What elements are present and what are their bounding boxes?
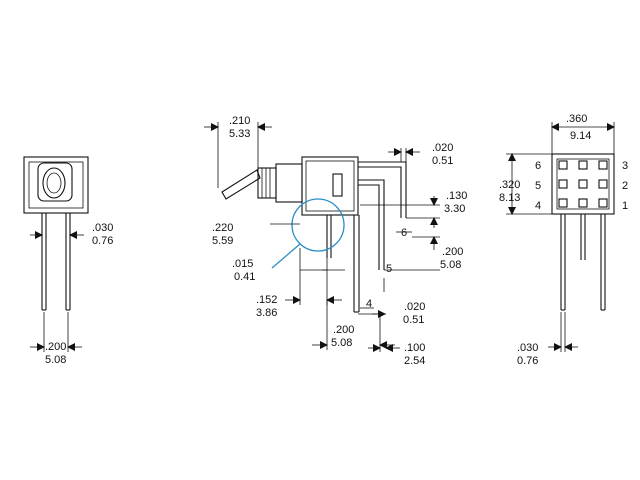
switch-body-outline — [23, 156, 89, 214]
spacing-dim-mm: 5.08 — [45, 354, 66, 366]
rpin-dim-inch: .030 — [517, 342, 538, 354]
toggle-lever-inner — [46, 172, 62, 194]
pin-label-5: 5 — [386, 263, 392, 275]
detail-leader — [271, 243, 301, 269]
pin-dim-inch: .030 — [92, 222, 113, 234]
pin-num-1: 1 — [622, 200, 628, 212]
pad-6 — [558, 160, 568, 170]
pad-5 — [558, 179, 568, 189]
rpin-dim-mm: 0.76 — [517, 355, 538, 367]
terminal-5-outer — [358, 179, 385, 270]
body-bottom-inner — [556, 158, 610, 210]
thick-dim-inch: .020 — [404, 301, 425, 313]
body-bottom-outline — [551, 153, 615, 215]
terminal-6-outer — [358, 161, 407, 218]
offset-dim-mm: 3.30 — [444, 203, 465, 215]
bottom-view: .360 9.14 .320 8.13 6 5 4 3 2 1 .030 0.7… — [499, 113, 628, 367]
gap-dim-mm: 5.08 — [440, 259, 461, 271]
terminal-6-inner — [358, 166, 402, 218]
pad-2 — [598, 179, 608, 189]
pad-mid-bot — [578, 198, 588, 208]
top-dim-inch: .020 — [432, 142, 453, 154]
offset-dim-inch: .130 — [446, 190, 467, 202]
toggle-handle — [221, 169, 261, 200]
thick-dim-mm: 0.51 — [403, 314, 424, 326]
side-view: .210 5.33 .020 0.51 .130 3.30 6 .200 5.0… — [204, 115, 467, 367]
width-dim-mm: 9.14 — [570, 130, 591, 142]
pitch-dim-inch: .100 — [404, 342, 425, 354]
flange — [275, 163, 303, 203]
height-dim-inch: .320 — [499, 179, 520, 191]
spacing152-dim-mm: 3.86 — [256, 307, 277, 319]
pad-3 — [598, 160, 608, 170]
handle-len-dim-mm: 5.59 — [212, 235, 233, 247]
pad-4 — [558, 198, 568, 208]
handle-len-dim-inch: .220 — [212, 222, 233, 234]
pitch-dim-mm: 2.54 — [404, 355, 425, 367]
switch-body-inner — [28, 161, 84, 209]
width-dim-inch: .360 — [566, 113, 587, 125]
front-view: .030 0.76 .200 5.08 — [23, 156, 113, 366]
handle-dim-inch: .210 — [229, 115, 250, 127]
detail-circle — [291, 198, 345, 252]
handle-dim-mm: 5.33 — [229, 128, 250, 140]
pin-dim-mm: 0.76 — [92, 235, 113, 247]
pin-label-4: 4 — [366, 298, 372, 310]
base-dim-mm: 5.08 — [331, 337, 352, 349]
pin-label-6: 6 — [401, 227, 407, 239]
spacing-dim-inch: .200 — [45, 341, 66, 353]
gap-dim-inch: .200 — [442, 246, 463, 258]
height-dim-mm: 8.13 — [499, 192, 520, 204]
toggle-lever — [42, 167, 66, 199]
slot — [332, 173, 343, 197]
pad-mid-mid — [578, 179, 588, 189]
pin-num-5: 5 — [535, 180, 541, 192]
pad-1 — [598, 198, 608, 208]
pin-num-2: 2 — [622, 180, 628, 192]
top-dim-mm: 0.51 — [432, 155, 453, 167]
small-dim-mm: 0.41 — [234, 271, 255, 283]
bushing-side — [257, 167, 277, 199]
pin-num-4: 4 — [535, 200, 541, 212]
switch-body-side-inner — [305, 160, 355, 212]
base-dim-inch: .200 — [333, 324, 354, 336]
pin-num-3: 3 — [622, 160, 628, 172]
pin-num-6: 6 — [535, 160, 541, 172]
pad-mid-top — [578, 160, 588, 170]
spacing152-dim-inch: .152 — [256, 294, 277, 306]
bushing — [37, 162, 73, 202]
terminal-5-inner — [358, 184, 380, 270]
switch-body-side — [301, 156, 359, 216]
small-dim-inch: .015 — [232, 258, 253, 270]
